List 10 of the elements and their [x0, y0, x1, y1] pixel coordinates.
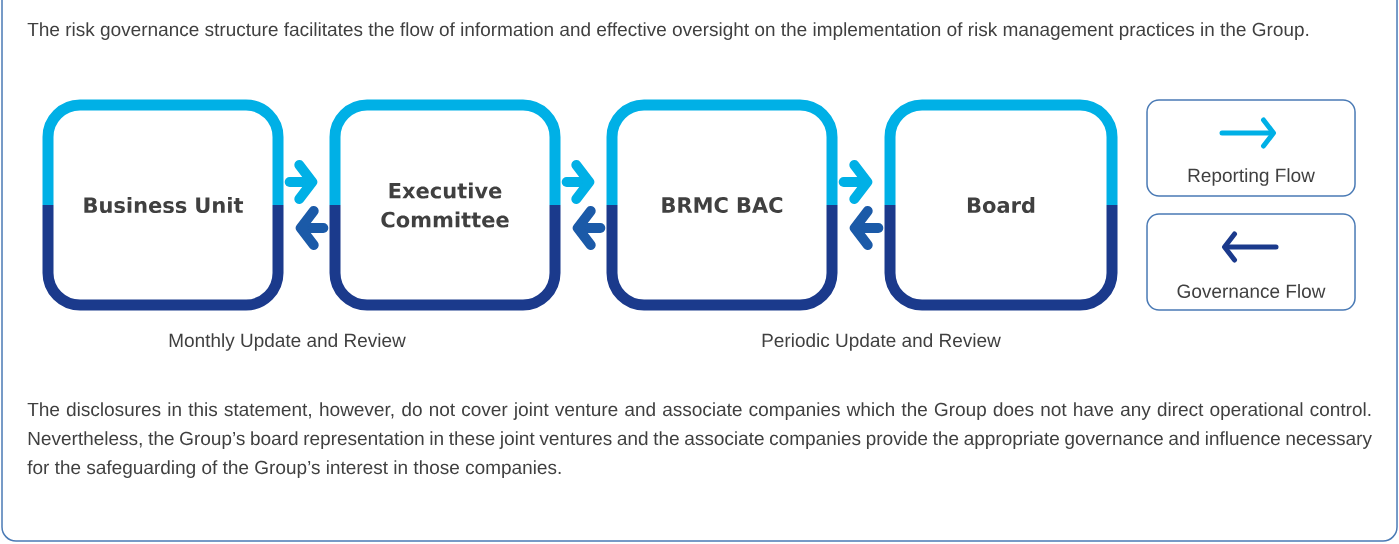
caption: Monthly Update and Review [169, 333, 406, 351]
paragraph: The risk governance structure facilitates the flow of information and effective oversight on the implementation of risk management practices in the Group. [27, 22, 1309, 40]
rounded-box: Business Unit [42, 99, 284, 311]
legend-item: Governance Flow [1146, 213, 1356, 311]
rounded-box: Executive Committee [329, 99, 561, 311]
legend-item: Reporting Flow [1146, 99, 1356, 197]
rounded-box: Board [884, 99, 1118, 311]
paragraph: The disclosures in this statement, however, do not cover joint venture and associate companies which the Group does not have any direct operational control. Nevertheless, the Group’s board representation in these joint ventures and the associate companies provide the appropriate governance and influence necessary for the safeguarding of the Group’s interest in those companies. [27, 402, 1372, 478]
rounded-box: BRMC BAC [606, 99, 838, 311]
caption: Periodic Update and Review [762, 333, 1001, 351]
